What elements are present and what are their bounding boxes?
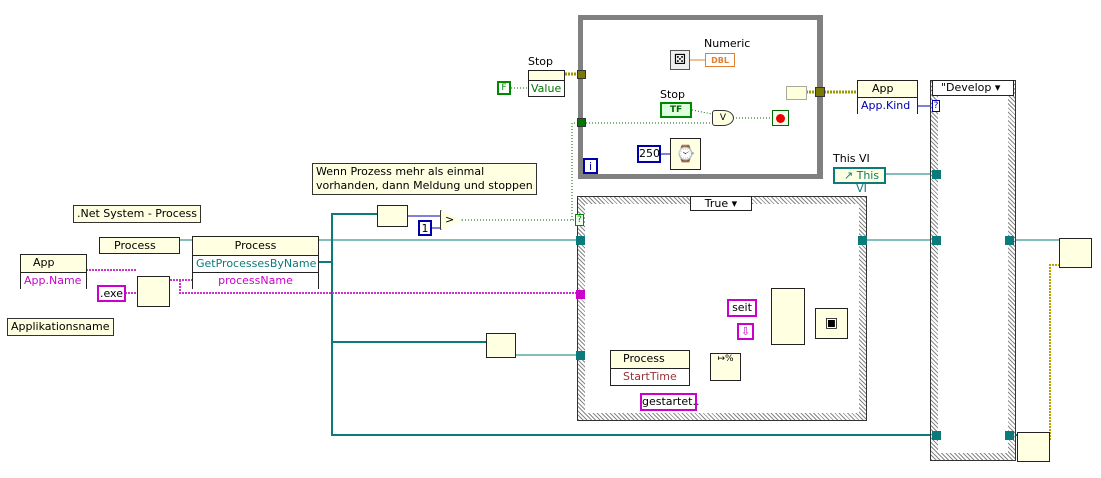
linefeed-constant[interactable]: ⇩ <box>737 323 754 340</box>
process-starttime-property-node[interactable]: Process StartTime <box>610 350 690 386</box>
invoke-class: Process <box>234 239 277 252</box>
process-class: Process <box>623 352 665 365</box>
seit-constant[interactable]: seit <box>727 299 757 317</box>
comment-app-name: Applikationsname <box>7 318 114 336</box>
app-class-right: App <box>872 82 894 95</box>
iteration-terminal: i <box>583 158 598 174</box>
comment-net-process: .Net System - Process <box>73 205 202 223</box>
stop-property-label: Stop <box>528 55 554 68</box>
case-selector-develop[interactable]: "Develop ▾ <box>932 80 1014 96</box>
this-vi-label: This VI <box>833 152 870 165</box>
app-class: App <box>33 256 55 269</box>
concatenate-strings-7-icon[interactable] <box>771 288 805 345</box>
index-array-icon[interactable] <box>486 333 516 358</box>
comment-multi-process: Wenn Prozess mehr als einmal vorhanden, … <box>312 163 537 195</box>
loop-tunnel-in <box>577 70 586 79</box>
property-app-name[interactable]: App.Name <box>21 272 86 289</box>
loop-condition-stop-icon[interactable] <box>772 110 789 126</box>
property-start-time[interactable]: StartTime <box>611 368 689 385</box>
app-property-node[interactable]: App App.Name <box>20 254 87 289</box>
method-get-processes-by-name[interactable]: GetProcessesByName <box>193 255 318 272</box>
process-invoke-node[interactable]: Process GetProcessesByName processName <box>192 236 319 289</box>
exe-constant[interactable]: .exe <box>97 285 126 302</box>
property-app-kind[interactable]: App.Kind <box>858 97 917 114</box>
app-kind-property-node[interactable]: App App.Kind <box>857 80 918 114</box>
gestartet-constant[interactable]: gestartet.. <box>640 393 699 411</box>
tunnel <box>576 351 585 360</box>
close-reference-icon-2[interactable] <box>1017 432 1050 462</box>
random-number-dice-icon[interactable]: ⚄ <box>670 50 690 70</box>
array-size-icon[interactable] <box>377 205 408 227</box>
wait-ms-constant[interactable]: 250 <box>637 145 661 163</box>
numeric-indicator[interactable]: DBL <box>705 53 735 67</box>
stop-label: Stop <box>660 88 686 101</box>
concatenate-strings-icon[interactable] <box>137 276 170 307</box>
loop-tunnel-out <box>815 87 825 97</box>
tunnel <box>932 431 941 440</box>
case-selector-terminal-right: ? <box>932 100 940 112</box>
tunnel <box>1005 431 1014 440</box>
process-constant[interactable]: Process <box>99 237 180 254</box>
tunnel <box>576 290 585 299</box>
one-button-dialog-icon[interactable]: ▣ <box>815 308 848 339</box>
stop-property-node[interactable]: Value <box>528 70 565 97</box>
while-loop[interactable] <box>578 15 823 179</box>
case-structure-app-kind[interactable] <box>930 80 1016 461</box>
wait-ms-clock-icon[interactable]: ⌚ <box>670 138 701 170</box>
wire-array-main <box>331 213 1017 436</box>
param-process-name[interactable]: processName <box>193 272 318 289</box>
stop-boolean-control[interactable]: TF <box>660 102 692 118</box>
loop-tunnel-bool <box>577 118 586 127</box>
false-constant[interactable]: F <box>497 81 511 95</box>
tunnel <box>932 236 941 245</box>
numeric-constant-one[interactable]: 1 <box>418 220 432 236</box>
tunnel <box>858 236 867 245</box>
case-selector-terminal: ? <box>575 214 584 226</box>
tunnel <box>1005 236 1014 245</box>
case-selector-true[interactable]: True ▾ <box>690 196 752 211</box>
property-value[interactable]: Value <box>529 80 564 97</box>
this-vi-reference[interactable]: ↗ This VI <box>833 167 886 195</box>
close-reference-icon[interactable] <box>1059 238 1092 268</box>
format-date-time-icon[interactable]: ↦% <box>710 353 741 381</box>
numeric-label: Numeric <box>704 37 751 50</box>
tunnel <box>932 170 941 179</box>
enum-constant-icon[interactable] <box>786 86 807 100</box>
or-gate-icon[interactable]: V <box>712 110 734 126</box>
tunnel <box>576 236 585 245</box>
